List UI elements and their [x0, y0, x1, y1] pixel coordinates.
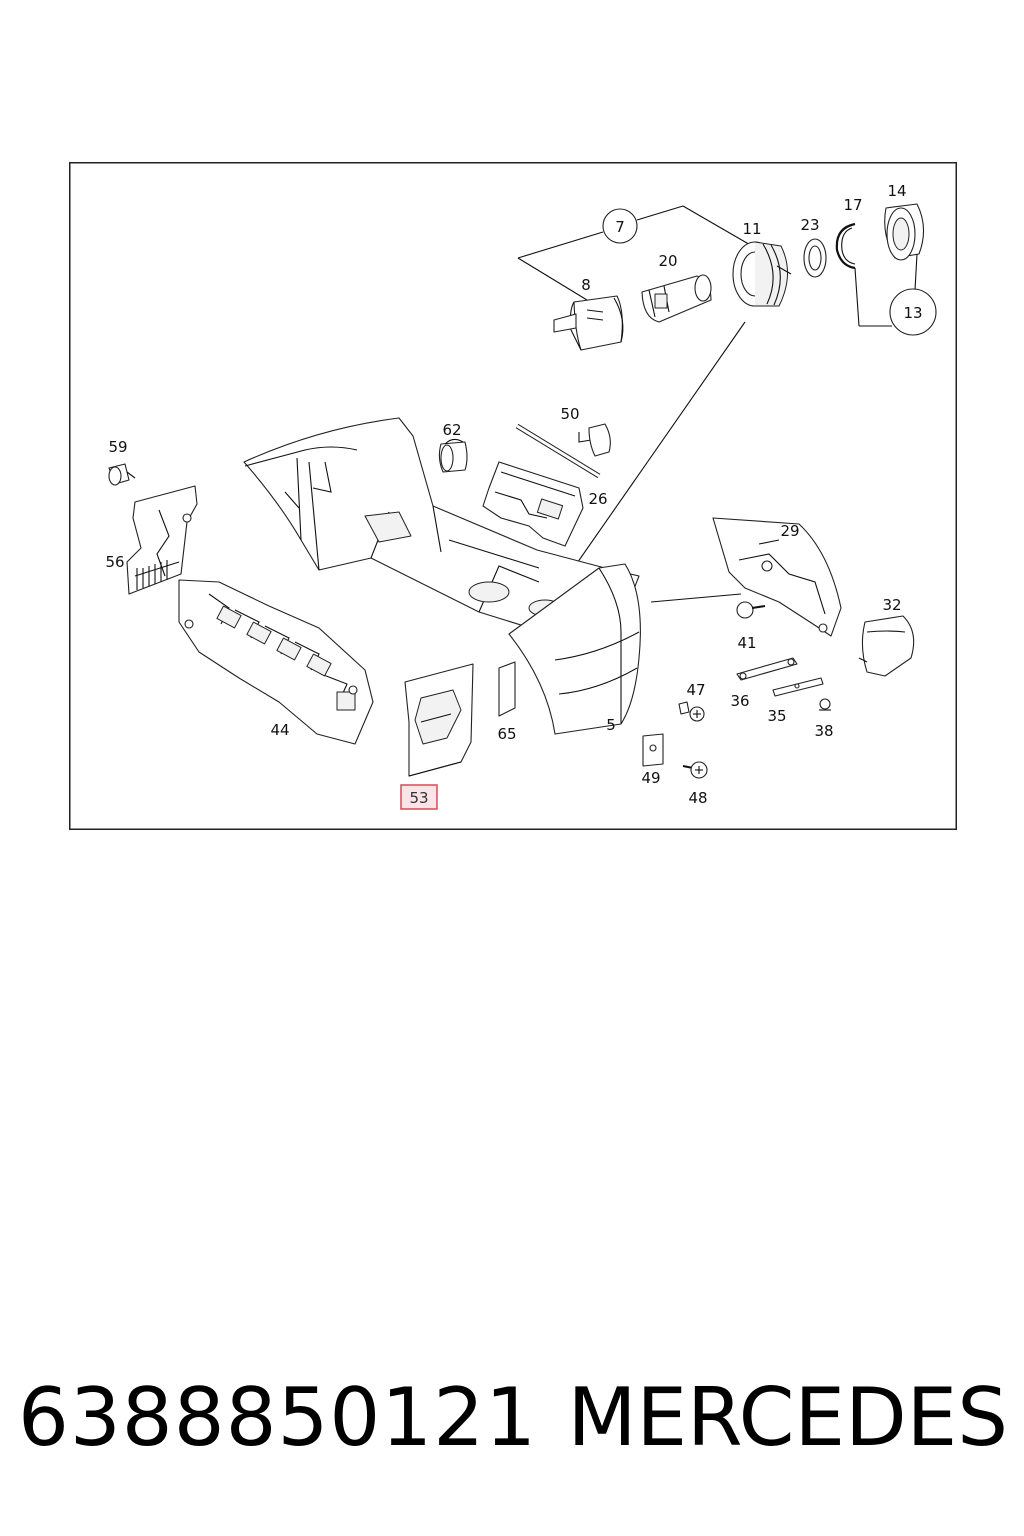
part-17-clip [835, 222, 856, 270]
label-35: 35 [767, 707, 786, 725]
callout-circle-13 [889, 288, 937, 336]
label-13: 13 [903, 304, 922, 322]
callout-circle-7 [602, 208, 638, 244]
part-38-screw [819, 698, 831, 711]
label-7: 7 [615, 218, 625, 236]
part-35-plate [772, 677, 824, 697]
parts-diagram: 7 8 20 11 23 17 14 13 62 50 26 59 56 44 … [69, 162, 957, 830]
highlight-box-53 [400, 784, 438, 810]
label-8: 8 [581, 276, 591, 294]
label-49: 49 [641, 769, 660, 787]
label-5: 5 [606, 716, 616, 734]
exploded-view-drawing: 7 8 20 11 23 17 14 13 62 50 26 59 56 44 … [69, 162, 957, 830]
part-65-pad [498, 661, 516, 717]
label-56: 56 [105, 553, 124, 571]
part-49-clip-nut [642, 733, 664, 767]
label-20: 20 [658, 252, 677, 270]
part-32-end-cap [858, 615, 915, 677]
part-36-strap [736, 657, 798, 681]
label-26: 26 [588, 490, 607, 508]
part-56-side-bracket [126, 485, 198, 595]
label-47: 47 [686, 681, 705, 699]
part-14-cap [884, 203, 925, 261]
label-44: 44 [270, 721, 289, 739]
label-11: 11 [742, 220, 761, 238]
part-53-air-guide [404, 663, 474, 777]
part-8-sensor-holder [553, 295, 624, 351]
part-41-bolt [736, 601, 766, 619]
brand-name: MERCEDES [567, 1371, 1008, 1464]
part-47-fastener [678, 701, 705, 722]
part-50-rod-clip [515, 423, 611, 479]
label-50: 50 [560, 405, 579, 423]
label-23: 23 [800, 216, 819, 234]
label-62: 62 [442, 421, 461, 439]
part-48-screw [682, 761, 708, 779]
part-5-bumper-cover [243, 417, 742, 735]
part-20-sensor [641, 274, 712, 323]
part-23-seal-ring [803, 238, 827, 278]
label-14: 14 [887, 182, 906, 200]
part-11-ring [732, 241, 792, 307]
label-48: 48 [688, 789, 707, 807]
sensor-assembly [517, 203, 937, 613]
part-62-grommet [438, 438, 468, 473]
part-number: 6388850121 [18, 1371, 537, 1464]
label-17: 17 [843, 196, 862, 214]
label-29: 29 [780, 522, 799, 540]
part-44-absorber [178, 579, 374, 745]
label-38: 38 [814, 722, 833, 740]
part-59-bolt [108, 463, 136, 486]
label-36: 36 [730, 692, 749, 710]
label-59: 59 [108, 438, 127, 456]
part-26-bracket [482, 461, 584, 547]
label-41: 41 [737, 634, 756, 652]
part-29-right-bracket [712, 517, 842, 637]
product-caption: 6388850121 MERCEDES [18, 1368, 1008, 1468]
label-53: 53 [409, 789, 428, 807]
label-65: 65 [497, 725, 516, 743]
label-32: 32 [882, 596, 901, 614]
